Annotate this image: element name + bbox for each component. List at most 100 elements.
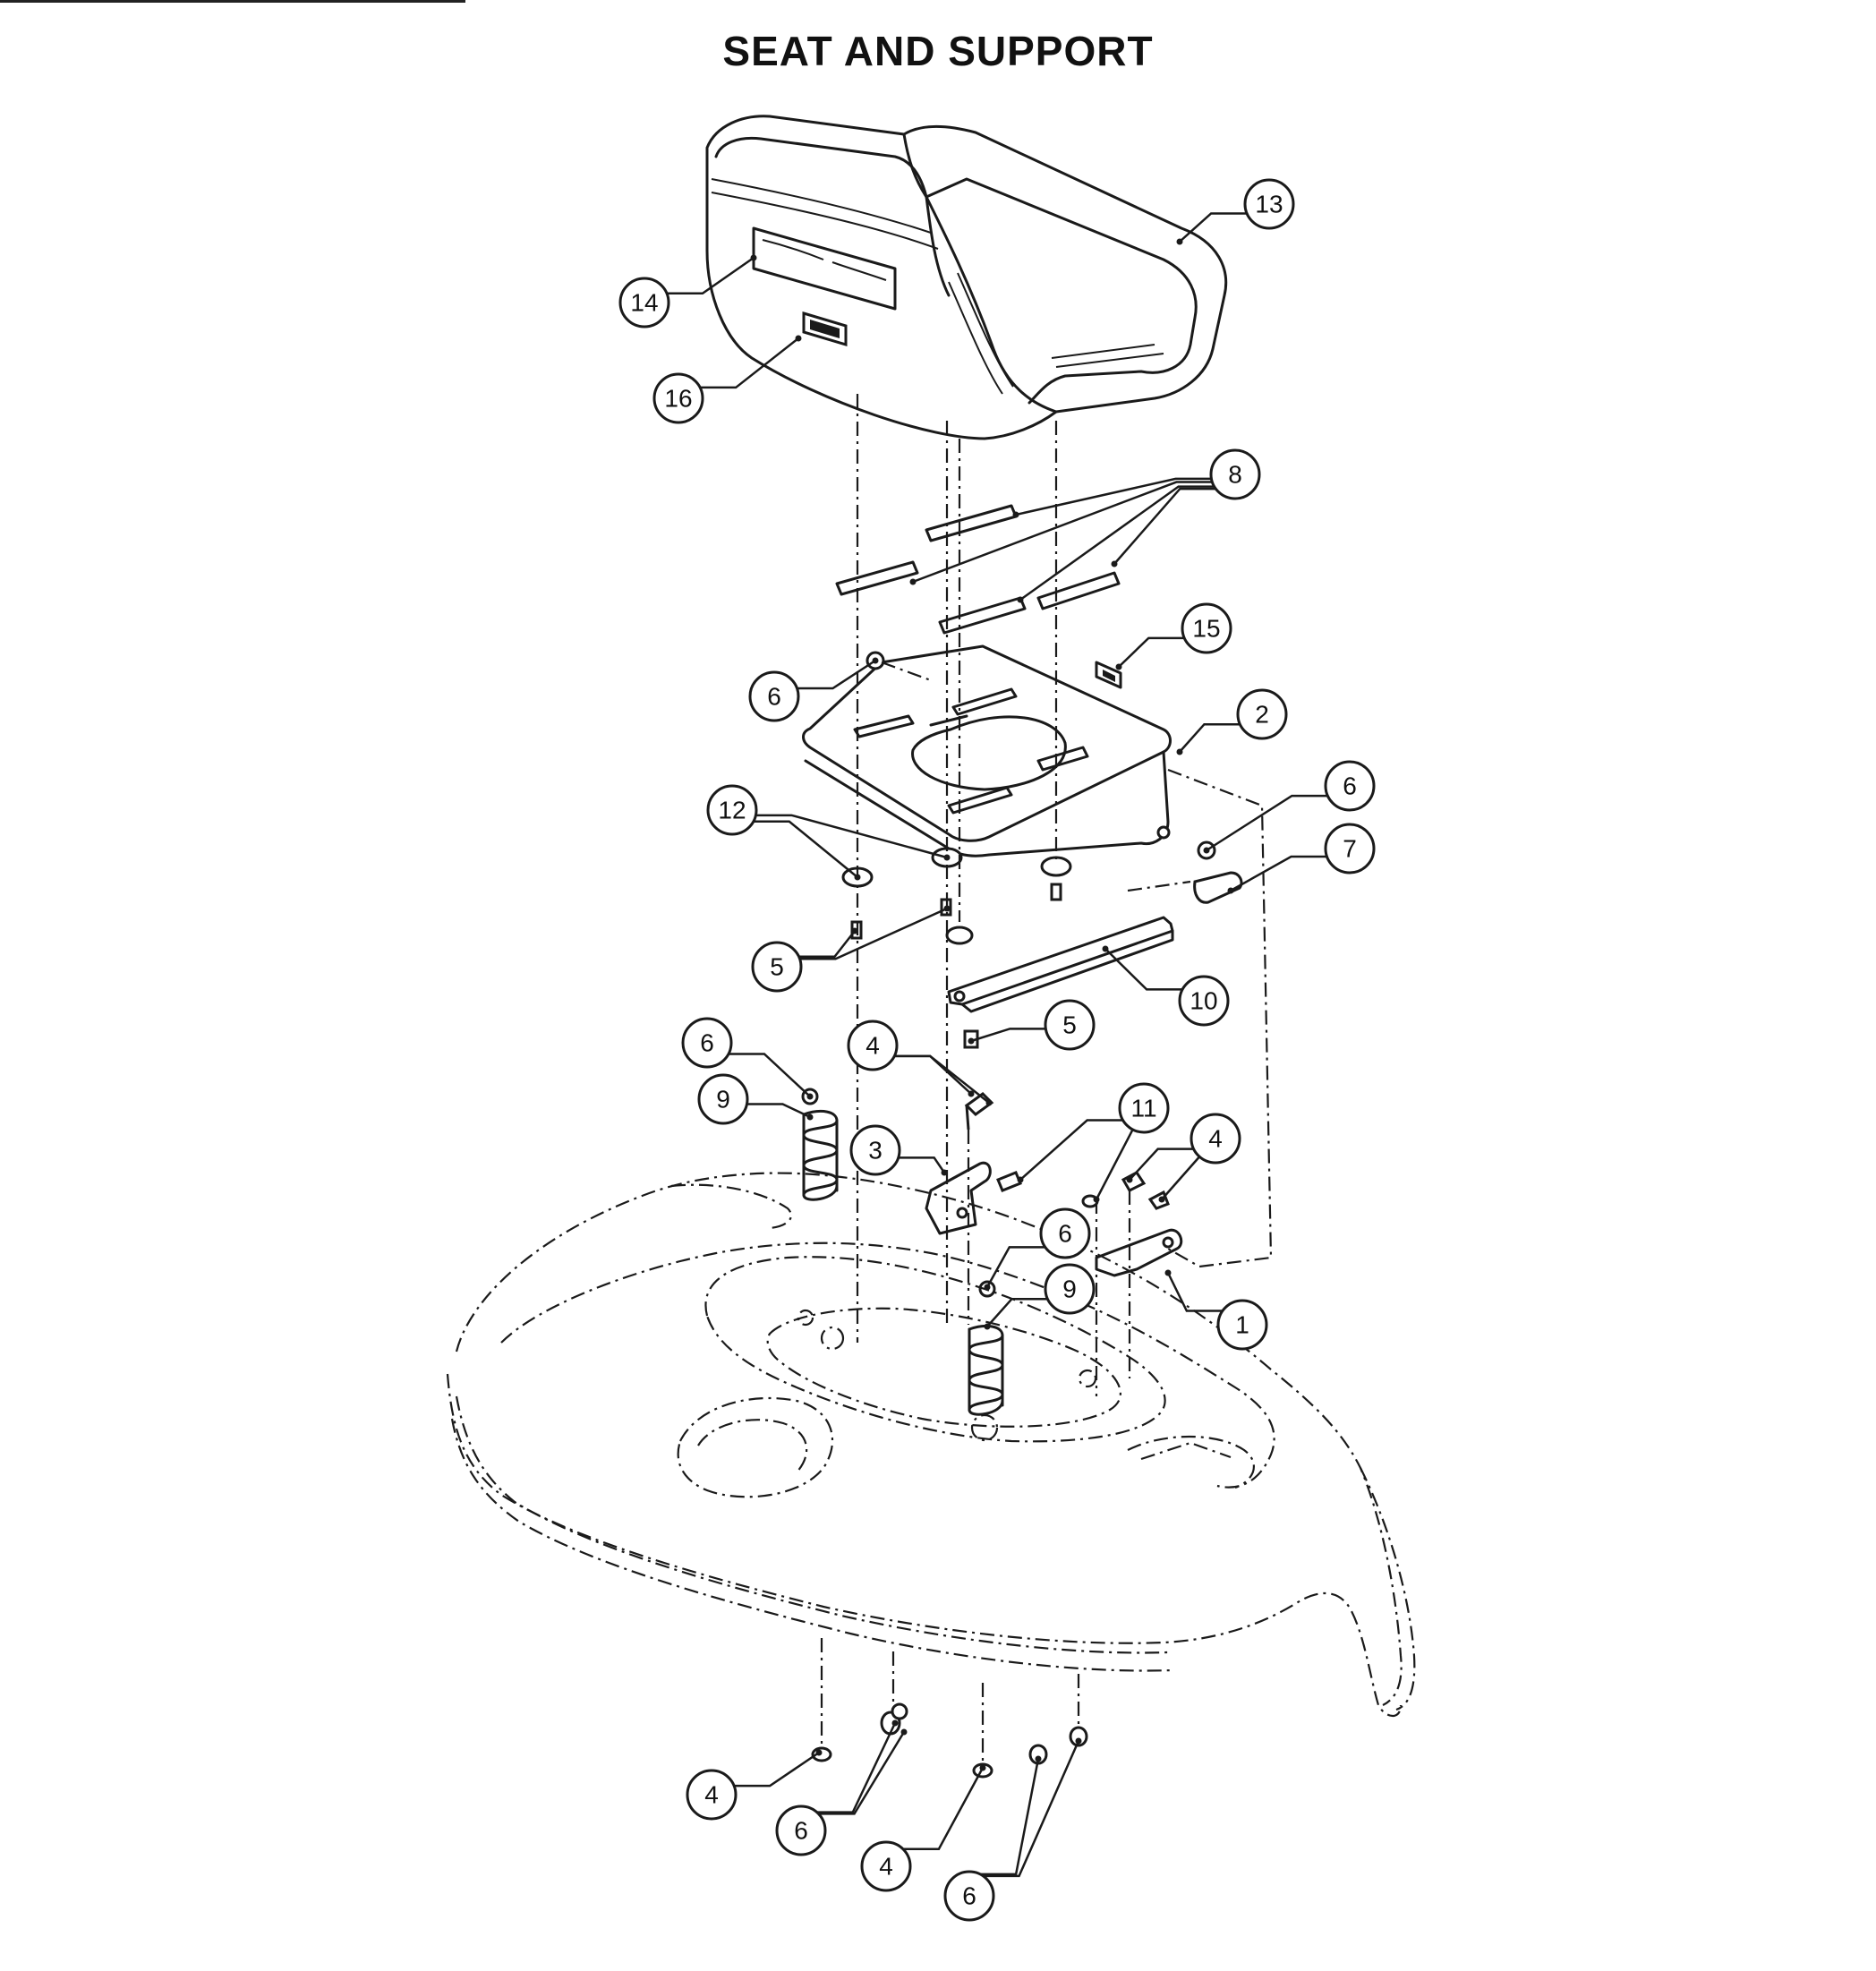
callout-circle [748,670,800,722]
callout-circle [1216,1299,1268,1351]
callout-leader [1095,1129,1134,1200]
callout-leader [818,1731,906,1815]
callout-number: 15 [1192,615,1220,643]
callout-leader [1179,722,1241,753]
callout-circle [1324,823,1376,875]
callout-arrow-tip [1017,596,1024,603]
callout-arrow-tip [1075,1737,1082,1745]
callout-leader [1166,1272,1223,1312]
callout-9: 9 [984,1263,1096,1330]
callout-7: 7 [1227,823,1376,894]
callout-leader [1113,487,1216,565]
seat-adjust-lever [947,871,1243,1049]
callout-number: 8 [1228,461,1242,489]
callout-arrow-tip [985,1099,993,1106]
callout-leader [797,659,876,690]
callout-circle [775,1805,827,1856]
callout-number: 9 [1062,1276,1077,1303]
callout-number: 6 [700,1029,714,1057]
callout-arrow-tip [1115,663,1122,670]
callout-leader [985,1246,1045,1288]
callout-leader [980,1758,1040,1876]
callout-arrow-tip [1176,748,1183,755]
callout-arrow-tip [1176,238,1183,245]
callout-circle [1118,1082,1170,1134]
callout-arrow-tip [1126,1176,1133,1183]
callout-number: 4 [879,1853,893,1881]
spring-left [801,1088,839,1201]
callout-circle [847,1020,899,1071]
callout-leader [1230,855,1327,892]
callout-1: 1 [1164,1269,1268,1351]
callout-leader [898,1156,946,1173]
callout-leader [816,1722,897,1813]
callout-4: 4 [860,1764,986,1892]
callout-arrow-tip [806,1093,814,1100]
callout-circle [849,1124,901,1176]
top-edge-rule [0,0,465,3]
callout-11: 11 [1017,1082,1170,1203]
callout-circle [943,1870,995,1922]
callout-circle [618,277,670,328]
callout-15: 15 [1115,602,1232,670]
callout-arrow-tip [1093,1196,1100,1203]
callout-number: 6 [794,1817,808,1845]
callout-circle [706,784,758,836]
callout-arrow-tip [1158,1196,1165,1203]
callout-leader [1129,1148,1194,1181]
callout-4: 4 [847,1020,993,1106]
seat-cushion [705,115,1228,440]
callout-number: 1 [1235,1311,1249,1339]
callout-number: 6 [767,683,781,711]
callout-leader [970,1028,1046,1043]
callout-4: 4 [686,1749,823,1821]
callout-2: 2 [1176,688,1288,755]
hardware-nuts-bushings [841,651,1216,945]
callout-9: 9 [697,1073,814,1125]
callout-arrow-tip [984,1323,991,1330]
callout-leader [753,820,858,878]
spring-bracket [1081,1171,1183,1277]
callout-number: 4 [704,1781,719,1809]
callout-circle [1236,688,1288,740]
callout-number: 4 [866,1032,880,1060]
callout-arrow-tip [943,854,951,861]
callout-arrow-tip [1102,945,1109,952]
callout-circle [751,941,803,993]
callout-number: 6 [1058,1220,1072,1248]
callout-number: 7 [1343,835,1357,863]
callout-circle [681,1017,733,1069]
callout-leader [1206,794,1328,852]
assembly-center-lines [820,394,1273,1762]
callout-leader [1104,948,1183,991]
callout-leader [1019,1119,1123,1181]
callout-number: 3 [868,1137,883,1165]
callout-arrow-tip [851,927,858,934]
callout-arrow-tip [979,1764,986,1771]
callout-arrow-tip [1227,887,1234,894]
callout-12: 12 [706,784,951,881]
callout-arrow-tip [1111,560,1118,567]
callout-leader [894,1054,990,1104]
seat-slide-brackets [835,504,1121,635]
callout-leader [894,1054,972,1095]
spring-right [968,1280,1004,1416]
callout-number: 14 [630,289,658,317]
callout-arrow-tip [872,657,879,664]
callout-leader [1019,485,1215,602]
callout-number: 2 [1255,701,1269,729]
callout-number: 4 [1208,1125,1223,1153]
bottom-fasteners [811,1702,1088,1779]
callout-leader [983,1740,1080,1878]
pivot-bracket [925,1092,1022,1235]
page-title: SEAT AND SUPPORT [722,28,1154,74]
callout-leader [728,1053,811,1097]
callout-arrow-tip [1035,1755,1042,1762]
callout-3: 3 [849,1124,948,1176]
callout-leader [666,256,755,295]
callout-circle [1209,448,1261,500]
callout-6: 6 [984,1207,1091,1291]
callout-arrow-tip [1203,847,1210,854]
